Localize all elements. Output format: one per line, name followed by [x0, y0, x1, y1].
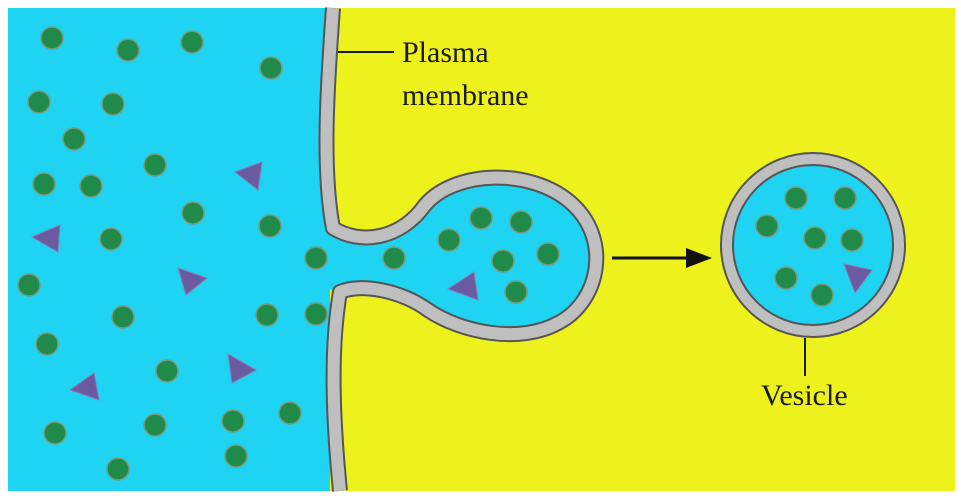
sphere-molecule-icon — [44, 422, 66, 444]
sphere-molecule-icon — [505, 281, 527, 303]
sphere-molecule-icon — [107, 458, 129, 480]
sphere-molecule-icon — [756, 215, 778, 237]
sphere-molecule-icon — [102, 93, 124, 115]
sphere-molecule-icon — [259, 215, 281, 237]
sphere-molecule-icon — [510, 211, 532, 233]
sphere-molecule-icon — [117, 39, 139, 61]
sphere-molecule-icon — [100, 228, 122, 250]
sphere-molecule-icon — [144, 154, 166, 176]
sphere-molecule-icon — [834, 187, 856, 209]
sphere-molecule-icon — [80, 175, 102, 197]
vesicle-label: Vesicle — [761, 379, 848, 412]
sphere-molecule-icon — [804, 227, 826, 249]
sphere-molecule-icon — [811, 284, 833, 306]
sphere-molecule-icon — [112, 306, 134, 328]
sphere-molecule-icon — [785, 187, 807, 209]
sphere-molecule-icon — [256, 304, 278, 326]
sphere-molecule-icon — [222, 410, 244, 432]
sphere-molecule-icon — [537, 243, 559, 265]
sphere-molecule-icon — [492, 250, 514, 272]
sphere-molecule-icon — [144, 414, 166, 436]
sphere-molecule-icon — [775, 267, 797, 289]
sphere-molecule-icon — [841, 229, 863, 251]
sphere-molecule-icon — [36, 333, 58, 355]
sphere-molecule-icon — [63, 128, 85, 150]
plasma-membrane-label-line1: Plasma — [402, 36, 489, 69]
sphere-molecule-icon — [260, 57, 282, 79]
sphere-molecule-icon — [33, 173, 55, 195]
sphere-molecule-icon — [156, 360, 178, 382]
sphere-molecule-icon — [182, 202, 204, 224]
plasma-membrane-label-line2: membrane — [402, 79, 529, 112]
sphere-molecule-icon — [18, 274, 40, 296]
sphere-molecule-icon — [438, 229, 460, 251]
sphere-molecule-icon — [28, 91, 50, 113]
sphere-molecule-icon — [41, 27, 63, 49]
sphere-molecule-icon — [181, 31, 203, 53]
sphere-molecule-icon — [225, 445, 247, 467]
sphere-molecule-icon — [305, 247, 327, 269]
sphere-molecule-icon — [305, 303, 327, 325]
sphere-molecule-icon — [470, 207, 492, 229]
sphere-molecule-icon — [383, 247, 405, 269]
sphere-molecule-icon — [279, 402, 301, 424]
